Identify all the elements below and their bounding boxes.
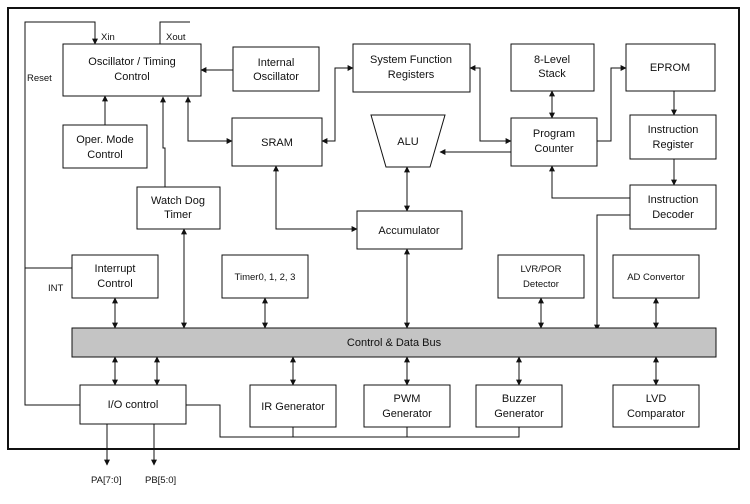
sram-label: SRAM (261, 137, 293, 149)
lvd-block: LVD Comparator (612, 384, 700, 428)
sysfunc-pc (469, 65, 512, 144)
eprom-label: EPROM (650, 62, 690, 74)
sram-block: SRAM (231, 117, 323, 167)
pb-label: PB[5:0] (145, 475, 176, 486)
accumulator-block: Accumulator (356, 210, 463, 250)
ir-block: Instruction Register (629, 114, 717, 160)
stack-label-2: Stack (538, 68, 566, 80)
io-generators-line (186, 404, 520, 438)
pwm-block: PWM Generator (363, 384, 451, 428)
osc-label-2: Control (114, 71, 149, 83)
bus-label: Control & Data Bus (347, 337, 442, 349)
decoder-label-1: Instruction (648, 194, 699, 206)
lvr-block: LVR/POR Detector (497, 254, 585, 299)
sram-acc (273, 165, 358, 232)
wdt-to-osc (160, 96, 166, 187)
pwm-label-1: PWM (394, 393, 421, 405)
ir-gen-block: IR Generator (249, 384, 337, 428)
buzzer-label-2: Generator (494, 408, 544, 420)
decoder-block: Instruction Decoder (629, 184, 717, 230)
lvr-label-1: LVR/POR (520, 264, 561, 275)
adc-block: AD Convertor (612, 254, 700, 299)
control-data-bus: Control & Data Bus (71, 327, 717, 358)
xout-label: Xout (166, 32, 186, 43)
alu-block: ALU (370, 114, 446, 168)
timers-label: Timer0, 1, 2, 3 (235, 272, 296, 283)
ir-label-1: Instruction (648, 124, 699, 136)
timers-block: Timer0, 1, 2, 3 (221, 254, 309, 299)
eprom-block: EPROM (625, 43, 716, 92)
sysfunc-label-1: System Function (370, 54, 452, 66)
ir-label-2: Register (653, 139, 694, 151)
acc-label: Accumulator (378, 225, 439, 237)
buzzer-block: Buzzer Generator (475, 384, 563, 428)
osc-sram (185, 96, 233, 144)
lvr-label-2: Detector (523, 279, 559, 290)
wdt-label-2: Timer (164, 209, 192, 221)
stack-block: 8-Level Stack (510, 43, 595, 92)
pa-label: PA[7:0] (91, 475, 121, 486)
interrupt-block: Interrupt Control (71, 254, 159, 299)
decoder-to-bus (594, 214, 630, 331)
pc-to-eprom (597, 65, 627, 142)
sram-sysfunc (321, 65, 354, 144)
opermode-label-1: Oper. Mode (76, 134, 133, 146)
xin-label: Xin (101, 32, 115, 43)
internal-osc-block: Internal Oscillator (232, 46, 320, 92)
alu-label: ALU (397, 136, 418, 148)
osc-block: Oscillator / Timing Control (62, 43, 202, 97)
stack-label-1: 8-Level (534, 54, 570, 66)
pwm-label-2: Generator (382, 408, 432, 420)
oper-mode-block: Oper. Mode Control (62, 124, 148, 169)
int-label-1: Interrupt (95, 263, 136, 275)
reset-label: Reset (27, 73, 52, 84)
lvd-label-2: Comparator (627, 408, 685, 420)
connections (24, 21, 677, 466)
decoder-label-2: Decoder (652, 209, 694, 221)
io-label: I/O control (108, 399, 159, 411)
pc-block: Program Counter (510, 117, 598, 167)
int-label: INT (48, 283, 64, 294)
osc-label-1: Oscillator / Timing (88, 56, 175, 68)
sysfunc-label-2: Registers (388, 69, 435, 81)
watchdog-block: Watch Dog Timer (136, 186, 221, 230)
decoder-to-pc (549, 165, 630, 199)
buzzer-label-1: Buzzer (502, 393, 537, 405)
sysfunc-block: System Function Registers (352, 43, 471, 93)
opermode-label-2: Control (87, 149, 122, 161)
int-label-2: Control (97, 278, 132, 290)
pc-label-2: Counter (534, 143, 573, 155)
irgen-label: IR Generator (261, 401, 325, 413)
adc-label: AD Convertor (627, 272, 685, 283)
intosc-label-2: Oscillator (253, 71, 299, 83)
wdt-label-1: Watch Dog (151, 195, 205, 207)
lvd-label-1: LVD (646, 393, 667, 405)
io-block: I/O control (79, 384, 187, 425)
pc-label-1: Program (533, 128, 575, 140)
xout-line (159, 21, 190, 44)
intosc-label-1: Internal (258, 57, 295, 69)
